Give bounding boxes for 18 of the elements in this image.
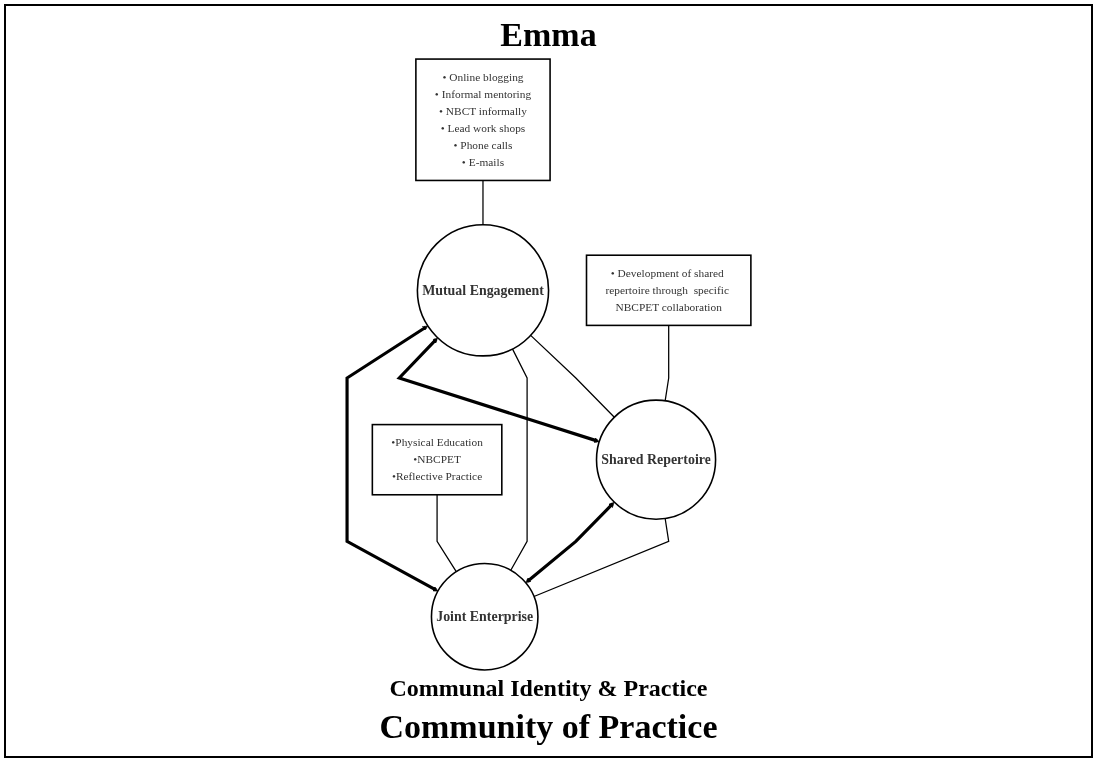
- node-box: • Online blogging • Informal mentoring • NBCT informally • Lead work shops • Phone calls • E-mails: [414, 58, 551, 182]
- node-box: • Development of shared repertoire through specific NBCPET collaboration: [585, 254, 752, 327]
- center-label: Communal Identity & Practice: [389, 675, 708, 702]
- connector: [509, 348, 528, 571]
- connector: [664, 324, 669, 402]
- arrow: [395, 337, 600, 443]
- connector: [529, 334, 615, 418]
- node-circle: Joint Enterprise: [430, 562, 539, 671]
- connector: [436, 494, 457, 573]
- node-circle: Mutual Engagement: [416, 223, 549, 357]
- node-box: •Physical Education •NBCPET •Reflective Practice: [371, 423, 503, 496]
- node-circle: Shared Repertoire: [595, 399, 716, 520]
- arrow: [345, 325, 438, 592]
- connector: [532, 517, 669, 598]
- connector: [481, 179, 484, 226]
- title: Emma: [500, 16, 597, 54]
- caption: Community of Practice: [379, 708, 718, 746]
- arrow: [525, 502, 614, 584]
